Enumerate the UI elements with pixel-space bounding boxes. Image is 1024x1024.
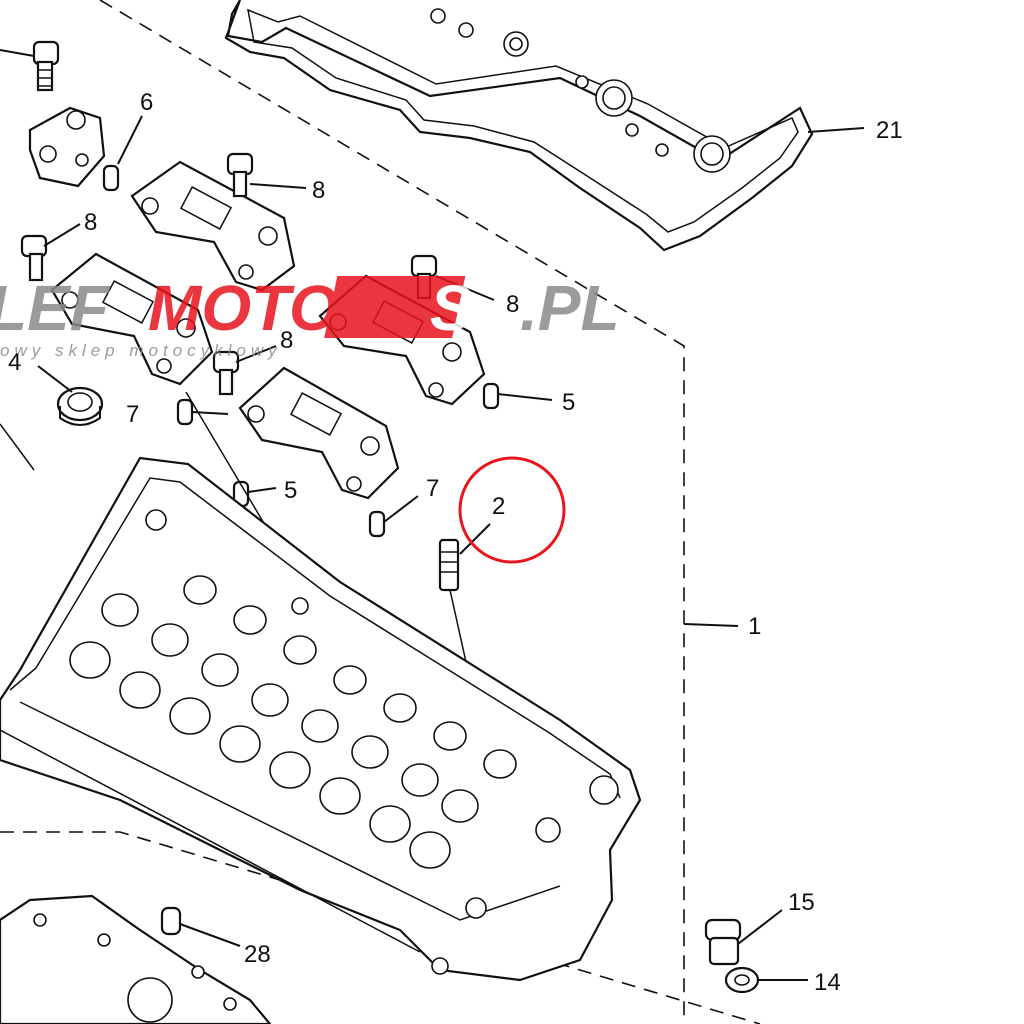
watermark: LEF MOTO S .PL owy sklep motocyklowy	[0, 272, 620, 360]
callout-8a: 8	[312, 177, 325, 204]
callout-15: 15	[788, 889, 815, 916]
callout-2: 2	[492, 493, 505, 520]
callout-6: 6	[140, 89, 153, 116]
dowel-pin-7b	[368, 510, 386, 538]
callout-1: 1	[748, 613, 761, 640]
dowel-pin-7a	[176, 398, 194, 426]
highlight-circle	[458, 456, 566, 564]
callout-14: 14	[814, 969, 841, 996]
cap-bolt-1	[226, 152, 254, 198]
dowel-pin-5a	[482, 382, 500, 410]
callout-5a: 5	[562, 389, 575, 416]
watermark-box	[324, 276, 466, 338]
camshaft-cap-1	[130, 160, 296, 292]
camshaft-cap-2	[50, 252, 214, 386]
dowel-pin-6	[102, 164, 120, 192]
camshaft-cap-small	[28, 106, 106, 188]
port-row	[69, 575, 517, 869]
callout-7a: 7	[126, 401, 139, 428]
callout-5b: 5	[284, 477, 297, 504]
camshaft-cap-4	[238, 366, 400, 500]
cap-bolt-2	[20, 234, 48, 282]
dowel-pin-28	[160, 906, 182, 936]
upper-left-bolt	[32, 40, 60, 92]
callout-8b: 8	[84, 209, 97, 236]
callout-8d: 8	[280, 327, 293, 354]
head-gasket	[0, 894, 272, 1024]
watermark-box-text: S	[430, 272, 473, 344]
cylinder-head	[0, 456, 642, 982]
callout-28: 28	[244, 941, 271, 968]
callout-4: 4	[8, 349, 21, 376]
washer-14	[724, 966, 760, 994]
callout-21: 21	[876, 117, 903, 144]
valve-cover-gasket	[224, 0, 814, 252]
watermark-left: LEF	[0, 272, 111, 344]
watermark-right: .PL	[520, 272, 620, 344]
callout-7b: 7	[426, 475, 439, 502]
plug-4	[56, 386, 104, 426]
callouts: 1 2 4 5 5 6 7 7 8 8 8 8 14 15 21 28	[8, 89, 903, 996]
callout-8c: 8	[506, 291, 519, 318]
drain-bolt-15	[704, 918, 742, 966]
watermark-tagline: owy sklep motocyklowy	[0, 341, 282, 360]
watermark-moto: MOTO	[148, 272, 339, 344]
